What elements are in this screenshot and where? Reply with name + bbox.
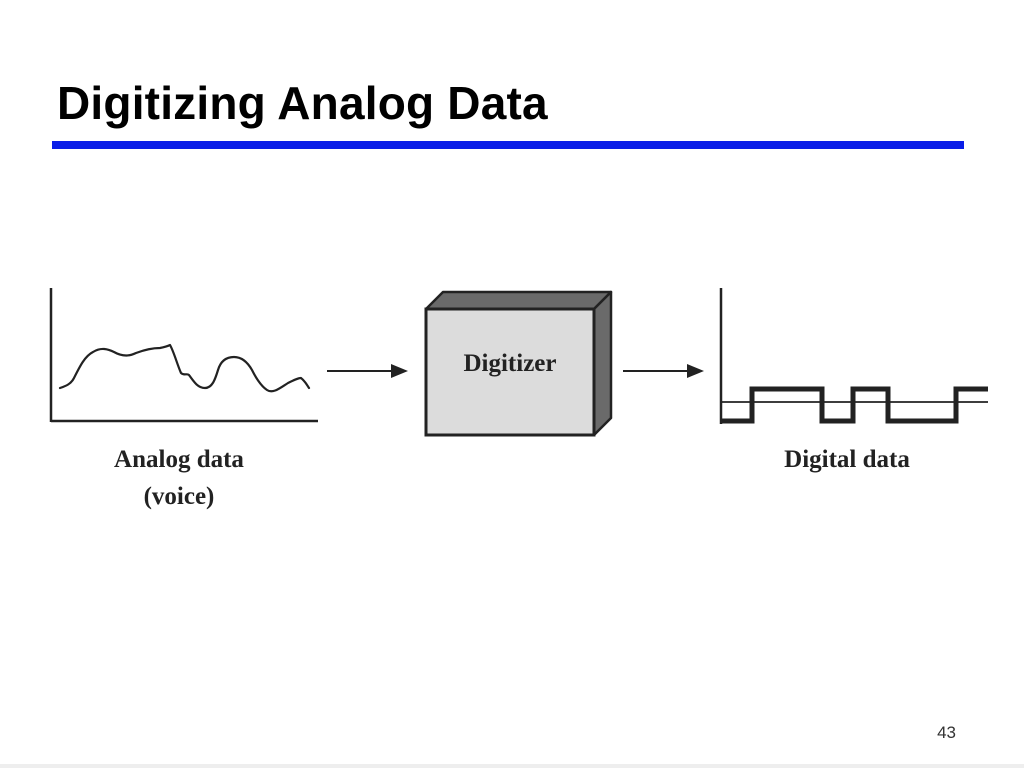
analog-label-line2: (voice) [144,483,215,510]
output-arrowhead [687,364,704,378]
digitizer-side-face [592,290,613,437]
digitizer-box: Digitizer [424,290,613,437]
input-arrowhead [391,364,408,378]
title-underline [52,141,964,149]
digital-data-panel: Digital data [719,288,988,473]
output-arrow [623,364,704,378]
analog-waveform [58,343,311,393]
digital-label: Digital data [784,446,910,473]
digitizer-front-face [424,307,596,437]
analog-label-line1: Analog data [114,446,244,473]
page-number: 43 [937,723,956,742]
digitizer-label: Digitizer [463,350,556,377]
slide-title: Digitizing Analog Data [57,77,548,129]
analog-data-panel: Analog data (voice) [49,288,318,510]
digital-square-wave [721,386,988,424]
footer-band [0,764,1024,768]
input-arrow [327,364,408,378]
digitizer-top-face [424,290,613,311]
